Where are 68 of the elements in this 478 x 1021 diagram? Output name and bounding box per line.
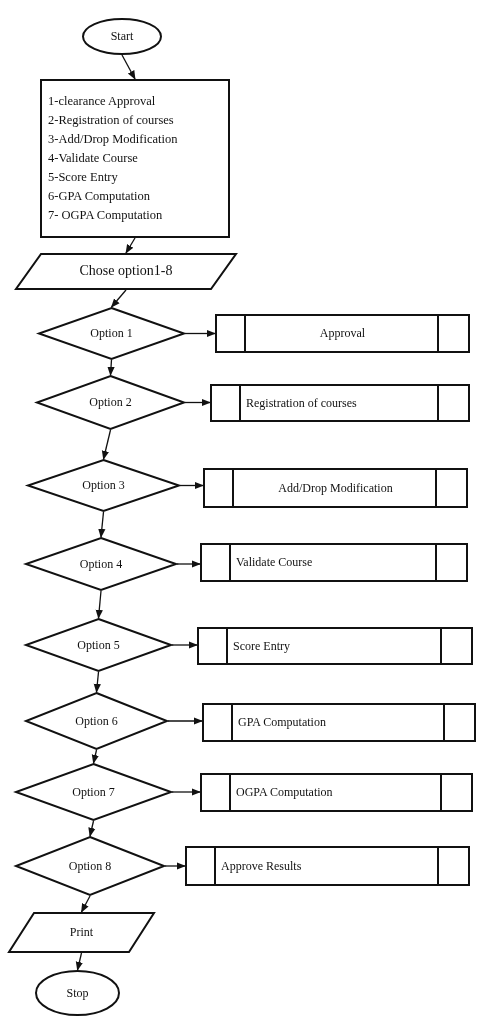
arrow [171,641,198,649]
arrow [95,590,103,619]
arrow [80,895,91,913]
predefined-process-box [210,384,470,422]
arrow [101,429,112,460]
decision-diamond [38,307,185,360]
node-label: Print [69,925,94,940]
arrow [184,398,211,407]
decision-diamond [36,375,185,430]
predefined-process-box [200,543,468,582]
node-label: Option 6 [75,713,118,729]
node-label: OGPA Computation [236,785,333,800]
arrow [171,788,201,796]
list-item: 4-Validate Course [48,150,138,167]
decision-diamond [25,618,172,672]
node-label: Option 5 [77,637,120,653]
list-item: 7- OGPA Computation [48,207,163,224]
list-item: 2-Registration of courses [48,112,174,129]
node-label: Approve Results [221,858,302,874]
node-label: Option 7 [72,784,115,800]
process-box [40,79,230,238]
decision-diamond [15,836,165,896]
node-label: Start [110,29,134,44]
arrow [184,329,216,338]
arrow [179,481,204,490]
list-item: 6-GPA Computation [48,188,150,205]
arrow [125,237,136,254]
terminal-oval [82,18,162,55]
node-label: Option 1 [90,326,133,341]
list-item: 1-clearance Approval [48,93,156,110]
node-label: Validate Course [236,555,313,570]
node-label: Stop [66,985,89,1001]
node-label: Score Entry [233,638,290,654]
node-label: Approval [319,326,366,341]
input-output-parallelogram [15,253,237,290]
decision-diamond [15,763,172,821]
arrow [98,511,106,538]
predefined-process-box [203,468,468,508]
arrow [164,862,186,870]
decision-diamond [27,459,180,512]
decision-diamond [25,537,177,591]
arrow [167,717,203,725]
node-label: GPA Computation [238,715,326,730]
predefined-process-box [185,846,470,886]
arrow [121,54,136,80]
decision-diamond [25,692,168,750]
list-item: 5-Score Entry [48,169,118,186]
node-label: Chose option1-8 [79,263,173,280]
predefined-process-box [200,773,473,812]
predefined-process-box [215,314,470,353]
input-output-parallelogram [8,912,155,953]
terminal-oval [35,970,120,1016]
node-label: Registration of courses [246,395,357,411]
node-label: Option 8 [68,858,112,874]
arrow [88,820,96,837]
arrow [75,952,83,971]
arrow [107,359,115,376]
arrow [91,749,99,764]
predefined-process-box [202,703,476,742]
predefined-process-box [197,627,473,665]
node-label: Add/Drop Modification [278,480,393,496]
node-label: Option 3 [82,478,125,493]
node-label: Option 4 [79,556,123,572]
arrow [93,671,101,693]
arrow [110,289,127,308]
node-label: Option 2 [89,395,132,410]
arrow [176,560,201,568]
list-item: 3-Add/Drop Modification [48,131,178,148]
